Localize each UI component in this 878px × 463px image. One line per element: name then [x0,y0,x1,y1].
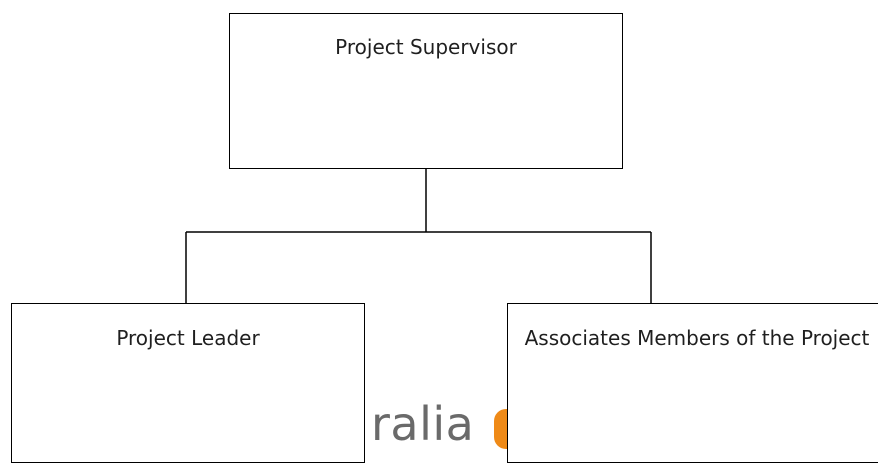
watermark-accent-mark [494,409,507,449]
project-supervisor-label: Project Supervisor [335,35,517,59]
watermark-text: ralia [371,397,475,451]
associates-members-node: Associates Members of the Project [507,303,878,463]
watermark-logo: ralia [366,390,507,454]
associates-members-label: Associates Members of the Project [524,326,870,350]
project-leader-node: Project Leader [11,303,365,463]
project-supervisor-node: Project Supervisor [229,13,623,169]
project-leader-label: Project Leader [116,326,260,350]
